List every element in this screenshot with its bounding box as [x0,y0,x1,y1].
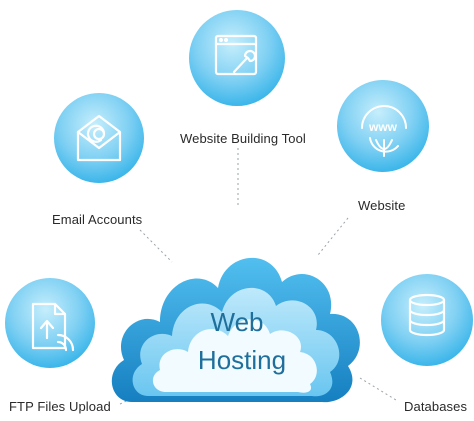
database-icon [408,293,446,337]
center-title-line1: Web [210,307,264,337]
node-label-website: Website [358,198,406,213]
browser-wrench-icon [214,34,258,76]
node-label-email-accounts: Email Accounts [52,212,143,227]
node-circle-website-building-tool[interactable] [189,10,285,106]
file-upload-icon [31,302,75,352]
node-label-databases: Databases [404,399,468,414]
www-glyph: www [368,120,398,134]
www-globe-icon [361,105,407,157]
connector-databases [359,377,397,401]
cloud-shape [111,257,360,403]
center-title-line2: Hosting [197,345,287,375]
node-circle-databases[interactable] [381,274,473,366]
email-at-icon [76,114,122,162]
node-label-ftp-files-upload: FTP Files Upload [9,399,111,414]
node-label-website-building-tool: Website Building Tool [180,131,306,146]
connector-website [317,217,349,256]
node-circle-website[interactable] [337,80,429,172]
connector-email-accounts [139,229,173,263]
